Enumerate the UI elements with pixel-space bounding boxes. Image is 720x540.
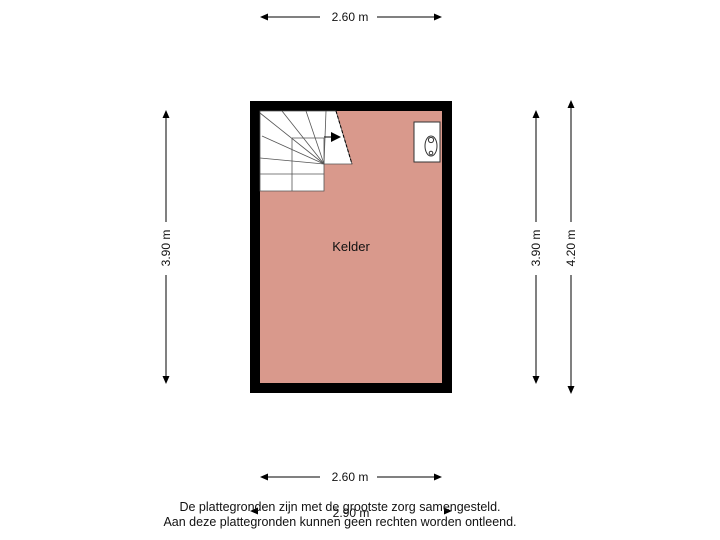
dimension-bottom: 2.60 m	[260, 470, 442, 484]
boiler-icon	[413, 121, 441, 163]
stair-direction-arrow-icon	[324, 132, 341, 142]
dimension-left: 3.90 m	[159, 110, 173, 384]
dimension-right-inner-label: 3.90 m	[529, 230, 543, 267]
staircase-icon	[259, 110, 353, 192]
dimension-bottom-label: 2.60 m	[332, 470, 369, 484]
room-label: Kelder	[332, 239, 370, 254]
dimension-left-label: 3.90 m	[159, 230, 173, 267]
dimension-right-outer: 4.20 m	[564, 100, 578, 394]
disclaimer-line-1: De plattegronden zijn met de grootste zo…	[179, 500, 501, 514]
dimension-right-outer-label: 4.20 m	[564, 230, 578, 267]
dimension-right-inner: 3.90 m	[529, 110, 543, 384]
dimension-top: 2.60 m	[260, 10, 442, 24]
dimension-bottom-overlap: 2.90 m	[250, 506, 452, 520]
dimension-bottom-overlap-label: 2.90 m	[333, 506, 370, 520]
dimension-top-label: 2.60 m	[332, 10, 369, 24]
disclaimer-line-2: Aan deze plattegronden kunnen geen recht…	[163, 515, 517, 529]
